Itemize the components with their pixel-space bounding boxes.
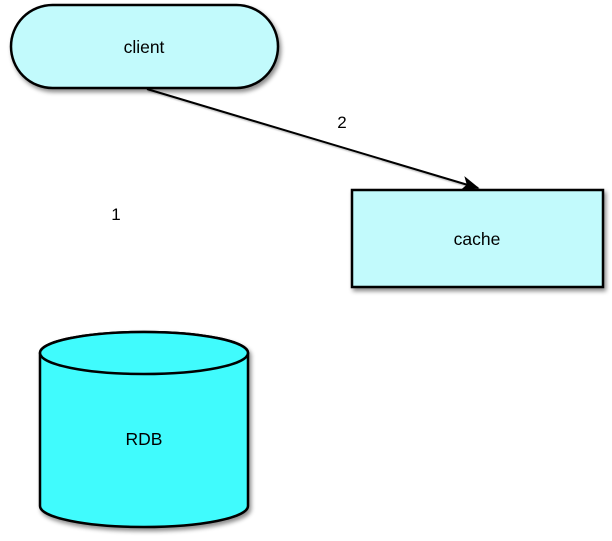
- node-cache: [350, 188, 605, 289]
- cache-label: cache: [454, 229, 501, 249]
- node-client: [9, 3, 280, 90]
- rdb-label: RDB: [126, 429, 163, 449]
- rdb-cylinder-top: [38, 330, 250, 376]
- edge-client-to-cache: [146, 88, 480, 191]
- edge-label-1: 1: [111, 205, 120, 224]
- cache-shape: [350, 188, 605, 289]
- client-shape: [9, 3, 280, 90]
- node-rdb: [38, 330, 250, 529]
- edge-label-2: 2: [337, 113, 346, 132]
- edge-line-2: [146, 88, 480, 191]
- client-label: client: [124, 37, 165, 57]
